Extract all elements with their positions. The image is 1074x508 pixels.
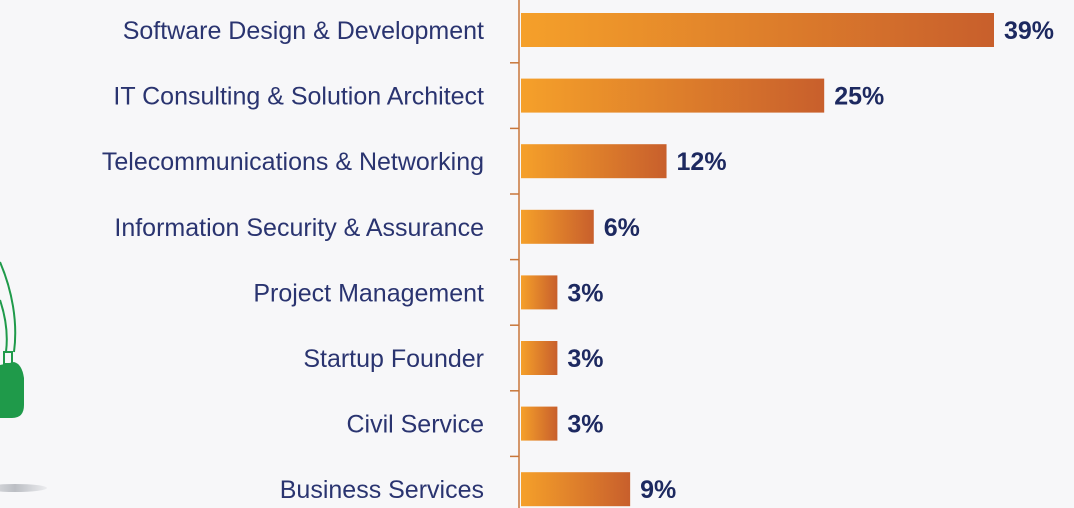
value-label: 3% — [567, 279, 603, 307]
category-label: Project Management — [253, 279, 484, 307]
bar — [521, 209, 594, 244]
bar — [521, 472, 631, 507]
strap-line — [0, 261, 17, 353]
bar — [521, 13, 994, 47]
value-labels: 39% 25% 12% 6% 3% 3% 3% 9% — [567, 17, 1054, 504]
ground-shadow — [0, 484, 47, 492]
bar — [521, 406, 558, 441]
category-label: Software Design & Development — [123, 17, 484, 45]
value-label: 9% — [640, 476, 676, 504]
category-label: IT Consulting & Solution Architect — [113, 83, 484, 111]
bar — [521, 78, 825, 113]
value-label: 39% — [1004, 17, 1054, 45]
bar — [521, 341, 558, 375]
bars-group — [521, 13, 994, 507]
value-label: 25% — [834, 83, 884, 111]
bar — [521, 275, 558, 310]
category-label: Telecommunications & Networking — [102, 148, 484, 176]
bag-clasp — [3, 351, 13, 365]
value-label: 3% — [567, 411, 603, 439]
category-labels: Software Design & Development IT Consulti… — [102, 17, 484, 504]
value-label: 12% — [677, 148, 727, 176]
bar — [521, 144, 667, 179]
value-label: 6% — [604, 214, 640, 242]
strap-line-2 — [0, 299, 8, 353]
category-label: Information Security & Assurance — [114, 214, 484, 242]
green-bag-icon — [0, 362, 24, 418]
value-label: 3% — [567, 345, 603, 373]
category-label: Business Services — [280, 476, 484, 504]
decorative-illustration — [0, 261, 47, 492]
category-label: Civil Service — [346, 411, 484, 439]
axis-ticks — [510, 62, 519, 458]
category-label: Startup Founder — [303, 345, 484, 373]
